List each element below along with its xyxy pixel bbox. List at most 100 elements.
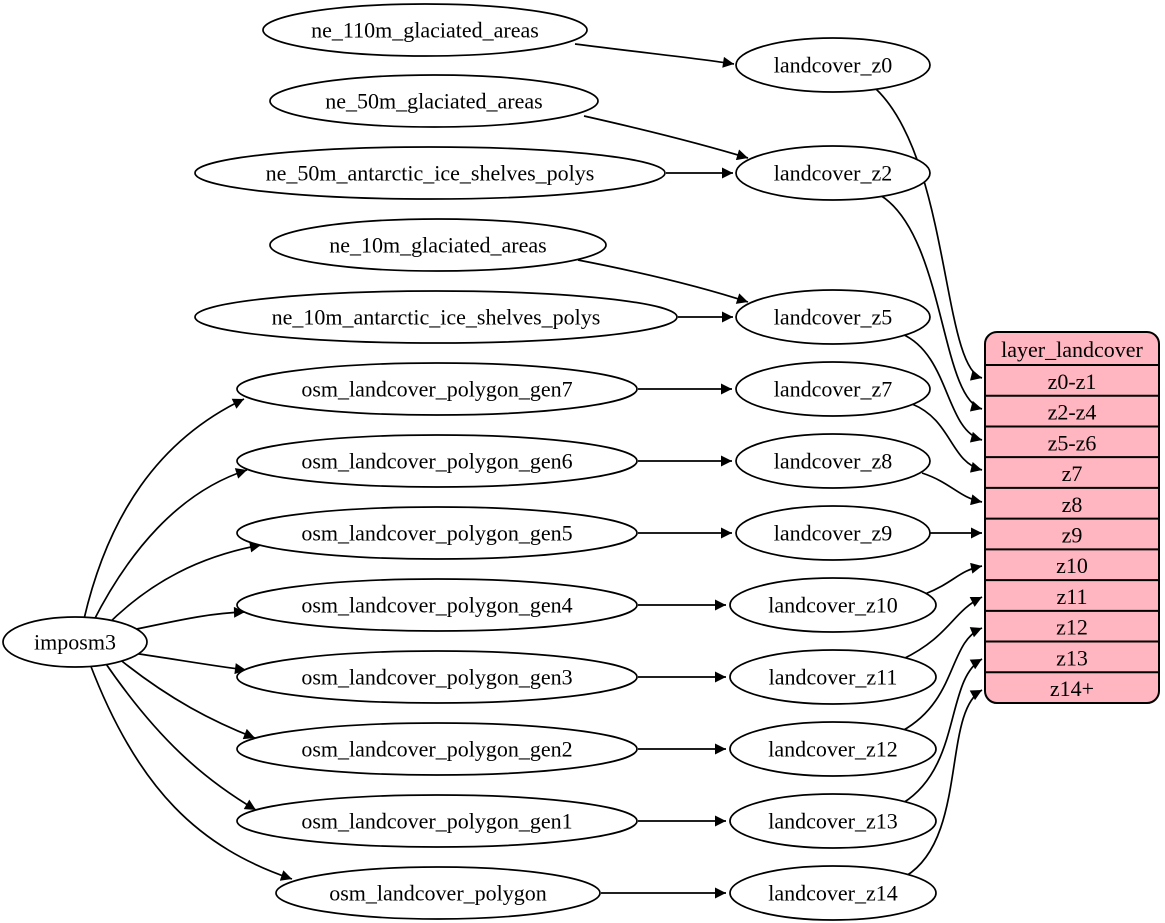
node-ellipse-landcover_z11	[729, 649, 937, 705]
node-ellipse-landcover_z12	[729, 721, 937, 777]
node-ellipse-landcover_z9	[735, 505, 931, 561]
node-label-landcover_z14: landcover_z14	[768, 881, 898, 906]
node-ne_10m_glaciated_areas: ne_10m_glaciated_areas	[269, 218, 607, 272]
node-ellipse-landcover_z14	[729, 865, 937, 921]
edge-imposm3--osm_landcover_polygon_gen3	[132, 652, 247, 675]
node-landcover_z14: landcover_z14	[729, 865, 937, 921]
node-label-ne_10m_antarctic_ice_shelves_polys: ne_10m_antarctic_ice_shelves_polys	[272, 305, 601, 330]
edge-landcover_z11--layer_landcover-z11	[902, 596, 983, 660]
node-ellipse-osm_landcover_polygon_gen4	[236, 578, 638, 632]
node-osm_landcover_polygon_gen4: osm_landcover_polygon_gen4	[236, 578, 638, 632]
node-label-landcover_z8: landcover_z8	[774, 449, 893, 474]
node-label-osm_landcover_polygon_gen3: osm_landcover_polygon_gen3	[301, 665, 572, 690]
node-landcover_z0: landcover_z0	[735, 37, 931, 93]
node-ellipse-landcover_z7	[735, 361, 931, 417]
node-label-osm_landcover_polygon_gen6: osm_landcover_polygon_gen6	[301, 449, 572, 474]
edges-layer	[83, 43, 983, 899]
node-label-landcover_z7: landcover_z7	[774, 377, 893, 402]
node-label-imposm3: imposm3	[34, 630, 116, 655]
node-label-ne_50m_glaciated_areas: ne_50m_glaciated_areas	[325, 89, 542, 114]
node-ellipse-osm_landcover_polygon_gen6	[236, 434, 638, 488]
record-row-z12: z12	[1056, 615, 1088, 640]
node-ellipse-ne_10m_antarctic_ice_shelves_polys	[194, 290, 678, 344]
node-ne_110m_glaciated_areas: ne_110m_glaciated_areas	[262, 3, 588, 57]
node-landcover_z13: landcover_z13	[729, 793, 937, 849]
node-osm_landcover_polygon: osm_landcover_polygon	[275, 866, 601, 920]
node-imposm3: imposm3	[2, 616, 148, 668]
node-label-osm_landcover_polygon_gen2: osm_landcover_polygon_gen2	[301, 737, 572, 762]
node-label-landcover_z12: landcover_z12	[768, 737, 898, 762]
edge-ne_10m_glaciated_areas--landcover_z5	[577, 259, 749, 304]
node-label-osm_landcover_polygon_gen5: osm_landcover_polygon_gen5	[301, 521, 572, 546]
node-osm_landcover_polygon_gen3: osm_landcover_polygon_gen3	[236, 650, 638, 704]
node-landcover_z8: landcover_z8	[735, 433, 931, 489]
edge-ne_110m_glaciated_areas--landcover_z0	[574, 43, 735, 68]
edge-landcover_z8--layer_landcover-z8	[921, 472, 983, 506]
record-title-layer_landcover: layer_landcover	[1001, 337, 1143, 362]
node-ellipse-ne_50m_glaciated_areas	[269, 74, 599, 128]
node-ellipse-landcover_z13	[729, 793, 937, 849]
node-label-osm_landcover_polygon_gen7: osm_landcover_polygon_gen7	[301, 377, 572, 402]
record-row-z11: z11	[1057, 584, 1088, 609]
edge-imposm3--osm_landcover_polygon_gen4	[131, 606, 246, 631]
record-row-z13: z13	[1056, 645, 1088, 670]
edge-landcover_z10--layer_landcover-z10	[924, 562, 983, 595]
node-label-landcover_z0: landcover_z0	[774, 53, 893, 78]
edge-ne_50m_glaciated_areas--landcover_z2	[583, 115, 749, 161]
node-label-landcover_z10: landcover_z10	[768, 593, 898, 618]
node-ellipse-osm_landcover_polygon_gen3	[236, 650, 638, 704]
edge-landcover_z14--layer_landcover-z14+	[905, 689, 983, 877]
node-ellipse-landcover_z2	[735, 145, 931, 201]
node-ellipse-landcover_z10	[729, 577, 937, 633]
record-layer_landcover: layer_landcoverz0-z1z2-z4z5-z6z7z8z9z10z…	[984, 331, 1160, 704]
node-landcover_z11: landcover_z11	[729, 649, 937, 705]
node-ellipse-imposm3	[2, 616, 148, 668]
node-label-ne_10m_glaciated_areas: ne_10m_glaciated_areas	[329, 233, 546, 258]
record-row-z9: z9	[1062, 523, 1083, 548]
record-row-z10: z10	[1056, 553, 1088, 578]
node-osm_landcover_polygon_gen7: osm_landcover_polygon_gen7	[236, 362, 638, 416]
node-ellipse-landcover_z0	[735, 37, 931, 93]
edge-imposm3--osm_landcover_polygon_gen1	[103, 660, 257, 811]
node-label-osm_landcover_polygon_gen4: osm_landcover_polygon_gen4	[301, 593, 572, 618]
edge-imposm3--osm_landcover_polygon_gen7	[83, 398, 245, 620]
node-osm_landcover_polygon_gen6: osm_landcover_polygon_gen6	[236, 434, 638, 488]
node-ellipse-osm_landcover_polygon_gen1	[236, 794, 638, 848]
node-landcover_z5: landcover_z5	[735, 289, 931, 345]
record-row-z7: z7	[1062, 461, 1083, 486]
edge-landcover_z7--layer_landcover-z7	[911, 403, 983, 473]
node-landcover_z7: landcover_z7	[735, 361, 931, 417]
node-label-landcover_z11: landcover_z11	[769, 665, 898, 690]
node-ellipse-ne_110m_glaciated_areas	[262, 3, 588, 57]
node-ellipse-landcover_z8	[735, 433, 931, 489]
node-ne_50m_glaciated_areas: ne_50m_glaciated_areas	[269, 74, 599, 128]
node-landcover_z2: landcover_z2	[735, 145, 931, 201]
node-label-landcover_z13: landcover_z13	[768, 809, 898, 834]
node-ellipse-osm_landcover_polygon	[275, 866, 601, 920]
node-ellipse-osm_landcover_polygon_gen7	[236, 362, 638, 416]
node-osm_landcover_polygon_gen2: osm_landcover_polygon_gen2	[236, 722, 638, 776]
edge-landcover_z13--layer_landcover-z13	[902, 658, 983, 804]
record-row-z2-z4: z2-z4	[1048, 400, 1097, 425]
edge-landcover_z0--layer_landcover-z0-z1	[875, 88, 983, 381]
node-landcover_z12: landcover_z12	[729, 721, 937, 777]
edge-imposm3--osm_landcover_polygon_gen6	[92, 468, 248, 623]
nodes-layer: imposm3 ne_110m_glaciated_areas ne_50m_gla…	[2, 3, 937, 921]
edge-imposm3--osm_landcover_polygon_gen5	[105, 541, 262, 627]
node-label-osm_landcover_polygon_gen1: osm_landcover_polygon_gen1	[301, 809, 572, 834]
node-ellipse-ne_50m_antarctic_ice_shelves_polys	[194, 146, 666, 200]
node-label-landcover_z9: landcover_z9	[774, 521, 893, 546]
record-row-z14+: z14+	[1050, 676, 1094, 701]
edge-landcover_z12--layer_landcover-z12	[901, 627, 983, 732]
node-ellipse-ne_10m_glaciated_areas	[269, 218, 607, 272]
node-ne_50m_antarctic_ice_shelves_polys: ne_50m_antarctic_ice_shelves_polys	[194, 146, 666, 200]
node-label-landcover_z2: landcover_z2	[774, 161, 893, 186]
node-ellipse-osm_landcover_polygon_gen2	[236, 722, 638, 776]
edge-landcover_z5--layer_landcover-z5-z6	[901, 333, 983, 443]
node-label-ne_110m_glaciated_areas: ne_110m_glaciated_areas	[311, 18, 539, 43]
edge-landcover_z2--layer_landcover-z2-z4	[879, 194, 983, 412]
node-ne_10m_antarctic_ice_shelves_polys: ne_10m_antarctic_ice_shelves_polys	[194, 290, 678, 344]
node-label-osm_landcover_polygon: osm_landcover_polygon	[329, 881, 547, 906]
node-landcover_z10: landcover_z10	[729, 577, 937, 633]
